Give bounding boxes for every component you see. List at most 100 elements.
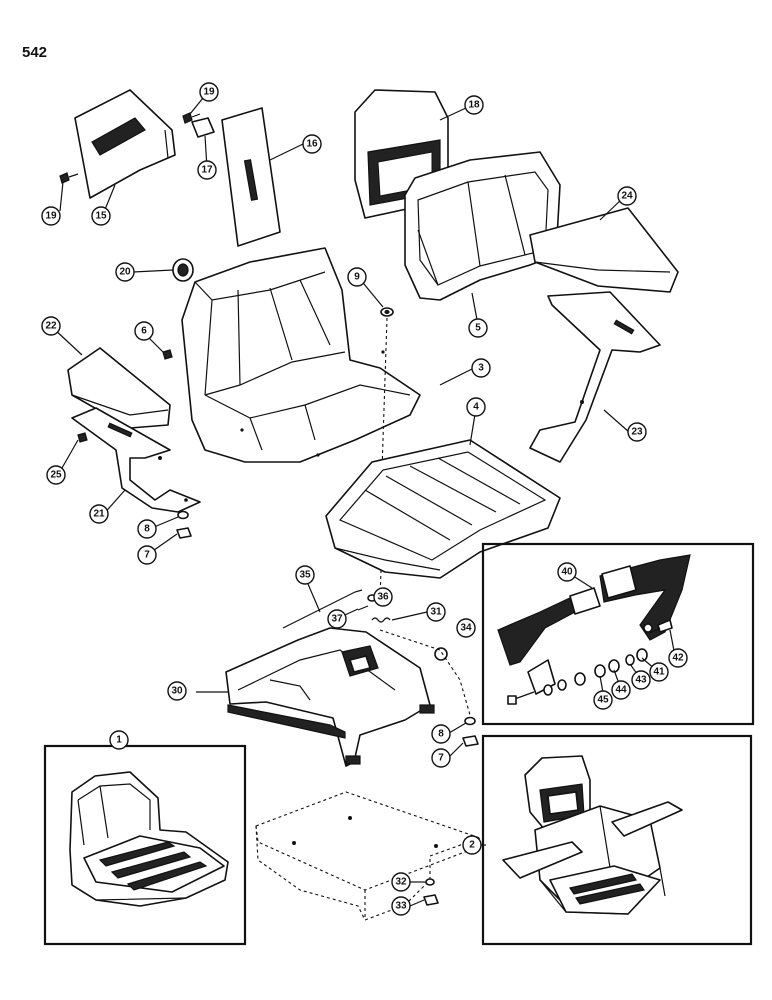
svg-text:23: 23 <box>631 427 643 438</box>
svg-text:8: 8 <box>438 729 444 740</box>
svg-text:42: 42 <box>672 653 684 664</box>
callout-17: 17 <box>197 160 217 180</box>
assembly-2-box <box>481 734 753 946</box>
part-8-washer-right <box>464 716 476 726</box>
callout-30: 30 <box>167 681 187 701</box>
svg-text:35: 35 <box>299 570 311 581</box>
part-7-nut-right <box>462 735 479 747</box>
svg-text:34: 34 <box>460 623 472 634</box>
part-21-armrest-bracket <box>71 407 201 513</box>
callout-9: 9 <box>347 267 367 287</box>
svg-text:44: 44 <box>615 685 627 696</box>
svg-text:16: 16 <box>306 139 318 150</box>
part-5-backrest-cushion <box>404 151 561 301</box>
svg-text:5: 5 <box>475 323 481 334</box>
svg-text:9: 9 <box>354 272 360 283</box>
callout-32: 32 <box>391 872 411 892</box>
callout-42: 42 <box>668 648 688 668</box>
part-19-screw-left <box>59 172 79 184</box>
part-15-side-bracket <box>74 89 176 199</box>
svg-text:19: 19 <box>45 211 57 222</box>
part-32-washer <box>425 878 435 886</box>
callout-18: 18 <box>464 95 484 115</box>
svg-text:1: 1 <box>116 735 122 746</box>
part-22-armrest-pad <box>67 347 171 429</box>
callout-8-right: 8 <box>431 724 451 744</box>
svg-text:7: 7 <box>144 550 150 561</box>
svg-text:25: 25 <box>50 470 62 481</box>
page-number: 542 <box>22 44 48 61</box>
part-25-screw <box>77 432 88 443</box>
svg-text:45: 45 <box>597 695 609 706</box>
part-37-pin <box>357 605 369 611</box>
callout-34: 34 <box>456 618 476 638</box>
callout-21: 21 <box>89 504 109 524</box>
part-34-knob <box>434 647 448 661</box>
part-3-seat-shell <box>181 247 421 463</box>
svg-text:3: 3 <box>478 363 484 374</box>
svg-text:6: 6 <box>141 326 147 337</box>
part-20-knob <box>172 258 194 282</box>
part-6-screw <box>162 349 173 360</box>
svg-text:40: 40 <box>561 567 573 578</box>
svg-text:8: 8 <box>144 524 150 535</box>
part-9-nut <box>380 307 394 317</box>
svg-text:41: 41 <box>653 667 665 678</box>
svg-text:30: 30 <box>171 686 183 697</box>
part-31-spring <box>371 617 391 623</box>
svg-text:17: 17 <box>201 165 213 176</box>
part-40-seat-belt <box>497 554 691 705</box>
part-35-rod <box>282 589 363 629</box>
svg-text:7: 7 <box>438 753 444 764</box>
part-33-nut <box>423 894 439 906</box>
svg-text:4: 4 <box>473 402 479 413</box>
part-17-clip <box>191 117 215 138</box>
mounting-plate-dashed <box>255 791 482 921</box>
part-23-armrest-bracket <box>529 291 661 463</box>
svg-text:31: 31 <box>430 607 442 618</box>
part-19-screw-top <box>182 112 201 124</box>
callout-40: 40 <box>557 562 577 582</box>
seat-belt-detail-box <box>481 542 755 726</box>
svg-text:19: 19 <box>203 87 215 98</box>
callout-16: 16 <box>302 134 322 154</box>
callout-45: 45 <box>593 690 613 710</box>
svg-text:33: 33 <box>395 901 407 912</box>
callout-19-top: 19 <box>199 82 219 102</box>
svg-text:15: 15 <box>95 211 107 222</box>
callout-36: 36 <box>373 587 393 607</box>
svg-text:37: 37 <box>331 614 343 625</box>
svg-text:43: 43 <box>635 675 647 686</box>
svg-text:36: 36 <box>377 592 389 603</box>
part-7-nut-left <box>176 527 192 539</box>
callout-23: 23 <box>627 422 647 442</box>
callout-31: 31 <box>426 602 446 622</box>
callout-7-right: 7 <box>431 748 451 768</box>
svg-text:21: 21 <box>93 509 105 520</box>
svg-text:20: 20 <box>119 267 131 278</box>
callout-1: 1 <box>109 730 129 750</box>
callout-24: 24 <box>617 186 637 206</box>
callout-7-left: 7 <box>137 545 157 565</box>
assembly-2-seat <box>502 755 683 915</box>
callout-33: 33 <box>391 896 411 916</box>
callout-20: 20 <box>115 262 135 282</box>
callout-25: 25 <box>46 465 66 485</box>
part-16-plate <box>221 107 281 247</box>
callout-6: 6 <box>134 321 154 341</box>
part-8-washer-left <box>177 510 189 520</box>
svg-text:18: 18 <box>468 100 480 111</box>
svg-text:22: 22 <box>45 321 57 332</box>
part-30-seat-frame <box>225 627 435 767</box>
callout-19-left: 19 <box>41 206 61 226</box>
part-24-armrest-pad <box>529 207 679 293</box>
callout-37: 37 <box>327 609 347 629</box>
callout-3: 3 <box>471 358 491 378</box>
callout-15: 15 <box>91 206 111 226</box>
callout-44: 44 <box>611 680 631 700</box>
callout-5: 5 <box>468 318 488 338</box>
part-41-45-hardware <box>543 648 648 696</box>
part-4-seat-cushion <box>325 439 561 579</box>
callout-4: 4 <box>466 397 486 417</box>
